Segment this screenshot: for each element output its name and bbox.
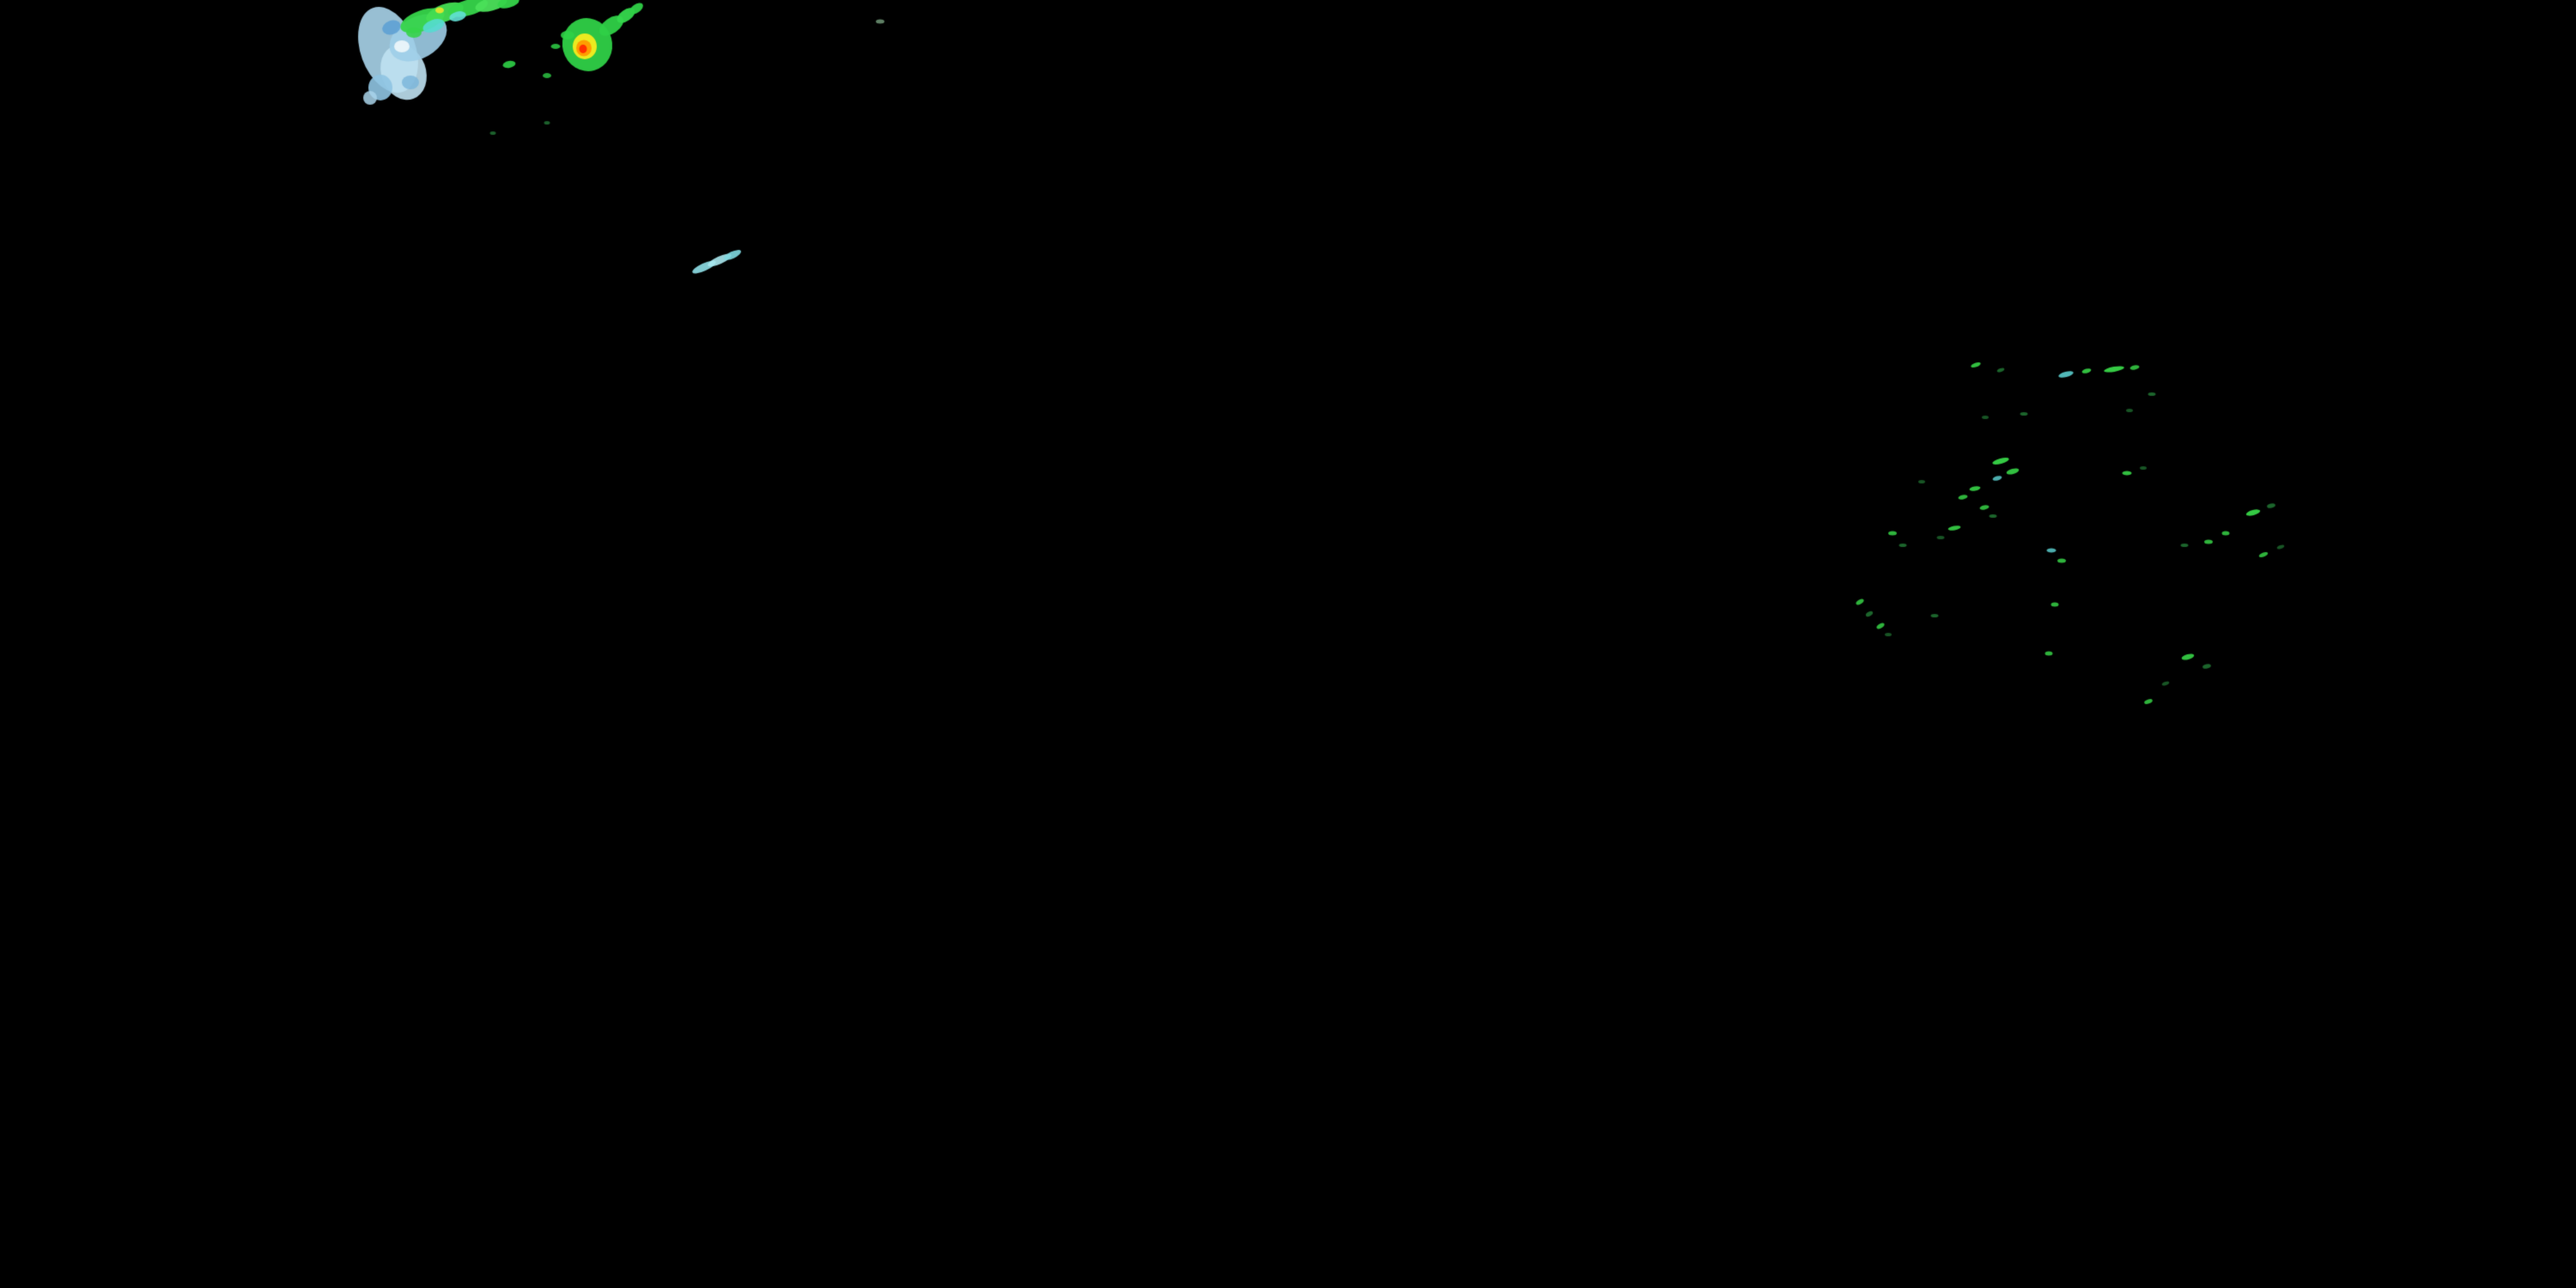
radar-canvas [0, 0, 2576, 1288]
radar-view [0, 0, 2576, 1288]
